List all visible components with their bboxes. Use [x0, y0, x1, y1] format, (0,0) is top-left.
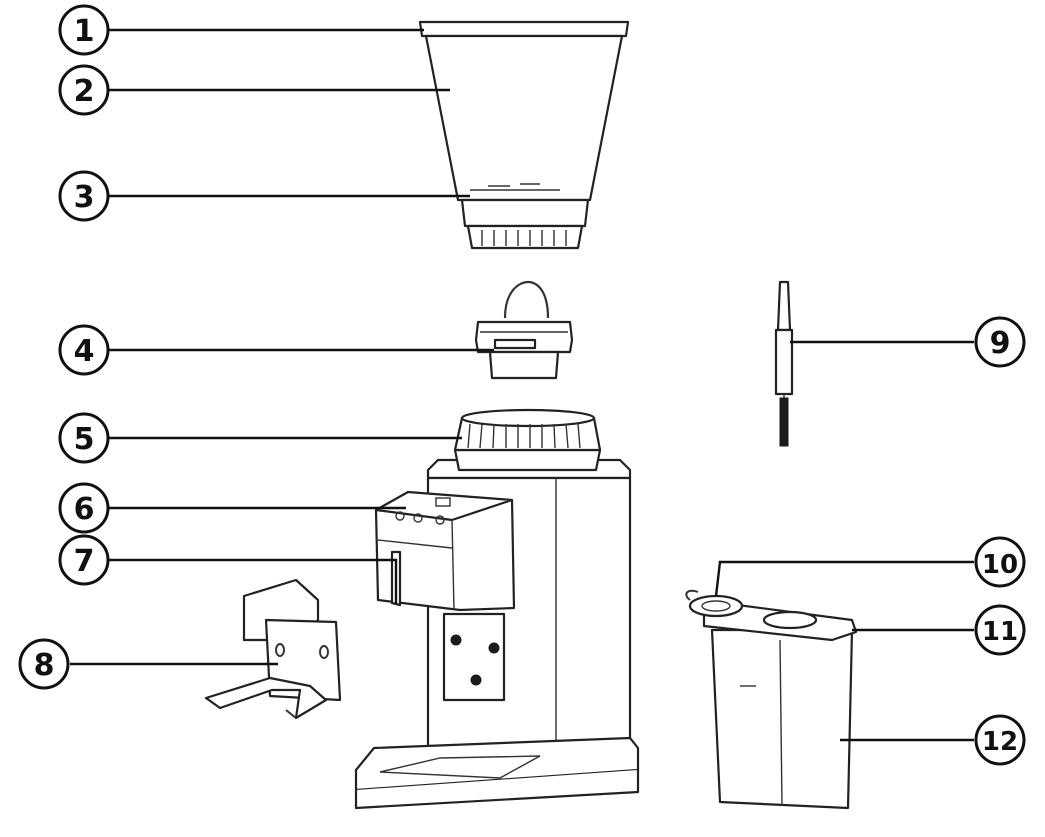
hopper-body: [424, 34, 624, 202]
callout-12: 12: [974, 714, 1026, 766]
callout-10: 10: [974, 536, 1026, 588]
callout-8: 8: [18, 638, 70, 690]
callout-2-label: 2: [74, 74, 95, 109]
callout-5: 5: [58, 412, 110, 464]
callout-4: 4: [58, 324, 110, 376]
portafilter-cradle: [204, 578, 342, 720]
callout-9: 9: [974, 316, 1026, 368]
callout-7: 7: [58, 534, 110, 586]
callout-4-label: 4: [74, 334, 95, 369]
callout-7-label: 7: [74, 544, 95, 579]
callout-6-label: 6: [74, 492, 95, 527]
callout-1: 1: [58, 4, 110, 56]
grounds-container: [685, 589, 858, 810]
callout-3-label: 3: [74, 180, 95, 215]
callout-3: 3: [58, 170, 110, 222]
callout-11-label: 11: [982, 617, 1018, 647]
leader-lines: [70, 28, 974, 742]
callout-2: 2: [58, 64, 110, 116]
callout-1-label: 1: [74, 14, 95, 49]
callout-10-label: 10: [982, 550, 1018, 580]
hopper-lid: [418, 20, 630, 38]
upper-burr: [474, 280, 574, 380]
callout-5-label: 5: [74, 422, 95, 457]
hopper: [418, 20, 630, 250]
cleaning-brush: [774, 280, 794, 447]
callout-6: 6: [58, 482, 110, 534]
grinder-body: [354, 408, 640, 810]
callout-8-label: 8: [34, 648, 55, 683]
callout-12-label: 12: [982, 727, 1018, 757]
callout-9-label: 9: [990, 326, 1011, 361]
callout-11: 11: [974, 604, 1026, 656]
